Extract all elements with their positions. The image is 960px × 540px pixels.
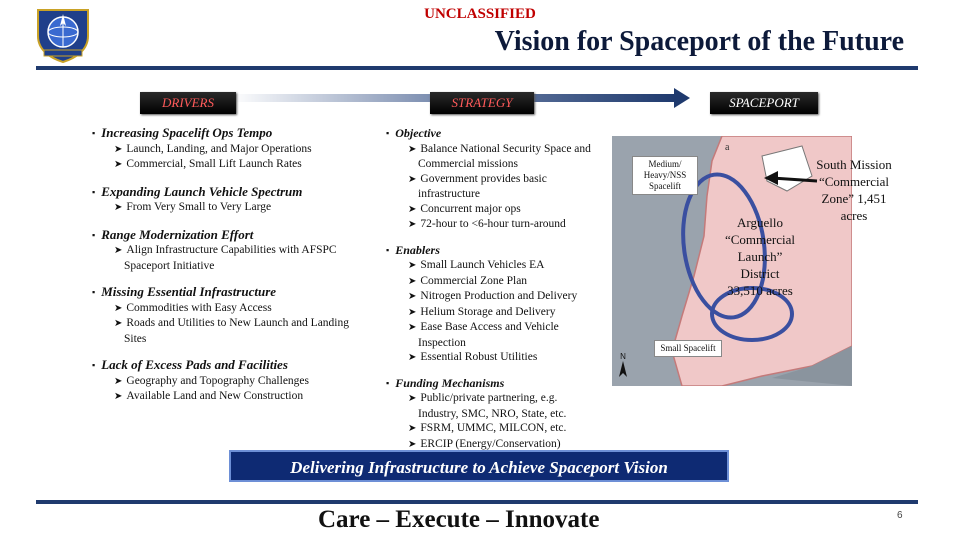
drivers-header: DRIVERS <box>140 92 236 114</box>
bullet-heading: ▪Enablers <box>386 242 440 257</box>
medium-heavy-label: Medium/ Heavy/NSS Spacelift <box>632 156 698 195</box>
bullet-heading: ▪Missing Essential Infrastructure <box>92 284 277 299</box>
list-item: ➤Geography and Topography Challenges <box>114 374 310 387</box>
bullet-heading: ▪Lack of Excess Pads and Facilities <box>92 357 288 372</box>
list-item: ➤Roads and Utilities to New Launch and L… <box>114 317 349 345</box>
drivers-section: ▪Increasing Spacelift Ops Tempo ➤Launch,… <box>92 125 362 173</box>
drivers-section: ▪Range Modernization Effort ➤Align Infra… <box>92 226 362 274</box>
small-spacelift-label: Small Spacelift <box>654 340 722 357</box>
list-item: ➤Concurrent major ops <box>408 202 521 215</box>
map-corner-letter: a <box>725 142 730 153</box>
list-item: ➤From Very Small to Very Large <box>114 201 272 213</box>
bullet-heading: ▪Funding Mechanisms <box>386 375 505 390</box>
list-item: ➤Nitrogen Production and Delivery <box>408 290 578 302</box>
strategy-section: ▪Objective ➤Balance National Security Sp… <box>386 126 600 233</box>
vision-banner: Delivering Infrastructure to Achieve Spa… <box>229 450 729 482</box>
spaceport-map <box>612 135 956 387</box>
slide-title: Vision for Spaceport of the Future <box>494 26 904 57</box>
page-number: 6 <box>897 510 903 521</box>
drivers-column: ▪Increasing Spacelift Ops Tempo ➤Launch,… <box>92 125 362 413</box>
strategy-column: ▪Objective ➤Balance National Security Sp… <box>386 126 600 460</box>
arguello-district-label: Arguello “Commercial Launch” District 33… <box>724 215 796 298</box>
bottom-divider <box>36 500 918 504</box>
list-item: ➤Small Launch Vehicles EA <box>408 259 545 271</box>
list-item: ➤Available Land and New Construction <box>114 390 304 402</box>
north-arrow-icon: N <box>616 352 630 380</box>
list-item: ➤Commercial Zone Plan <box>408 274 528 287</box>
drivers-section: ▪Expanding Launch Vehicle Spectrum ➤From… <box>92 183 362 216</box>
strategy-section: ▪Enablers ➤Small Launch Vehicles EA ➤Com… <box>386 243 600 366</box>
bullet-heading: ▪Expanding Launch Vehicle Spectrum <box>92 183 303 199</box>
south-mission-label: South Mission “Commercial Zone” 1,451 ac… <box>816 157 892 223</box>
strategy-header: STRATEGY <box>430 92 534 114</box>
bullet-heading: ▪Range Modernization Effort <box>92 226 254 242</box>
list-item: ➤Public/private partnering, e.g. Industr… <box>408 392 567 420</box>
list-item: ➤Essential Robust Utilities <box>408 351 538 363</box>
list-item: ➤Government provides basic infrastructur… <box>408 172 547 201</box>
bullet-heading: ▪Increasing Spacelift Ops Tempo <box>92 125 273 140</box>
footer-motto: Care – Execute – Innovate <box>318 506 600 533</box>
drivers-section: ▪Missing Essential Infrastructure ➤Commo… <box>92 284 362 346</box>
afspc-seal-logo <box>32 6 94 64</box>
drivers-section: ▪Lack of Excess Pads and Facilities ➤Geo… <box>92 357 362 405</box>
list-item: ➤Launch, Landing, and Major Operations <box>114 142 312 155</box>
list-item: ➤Align Infrastructure Capabilities with … <box>114 244 337 272</box>
spaceport-header: SPACEPORT <box>710 92 818 114</box>
list-item: ➤Commercial, Small Lift Launch Rates <box>114 158 302 170</box>
list-item: ➤Ease Base Access and Vehicle Inspection <box>408 321 559 349</box>
bullet-heading: ▪Objective <box>386 126 442 140</box>
list-item: ➤Balance National Security Space and Com… <box>408 142 591 171</box>
strategy-section: ▪Funding Mechanisms ➤Public/private part… <box>386 376 600 453</box>
list-item: ➤Commodities with Easy Access <box>114 301 272 314</box>
classification-marking: UNCLASSIFIED <box>424 6 536 22</box>
north-label: N <box>620 352 626 361</box>
list-item: ➤FSRM, UMMC, MILCON, etc. <box>408 422 567 434</box>
list-item: ➤72-hour to <6-hour turn-around <box>408 218 566 230</box>
list-item: ➤Helium Storage and Delivery <box>408 305 556 318</box>
list-item: ➤ERCIP (Energy/Conservation) <box>408 437 561 450</box>
top-divider <box>36 66 918 70</box>
